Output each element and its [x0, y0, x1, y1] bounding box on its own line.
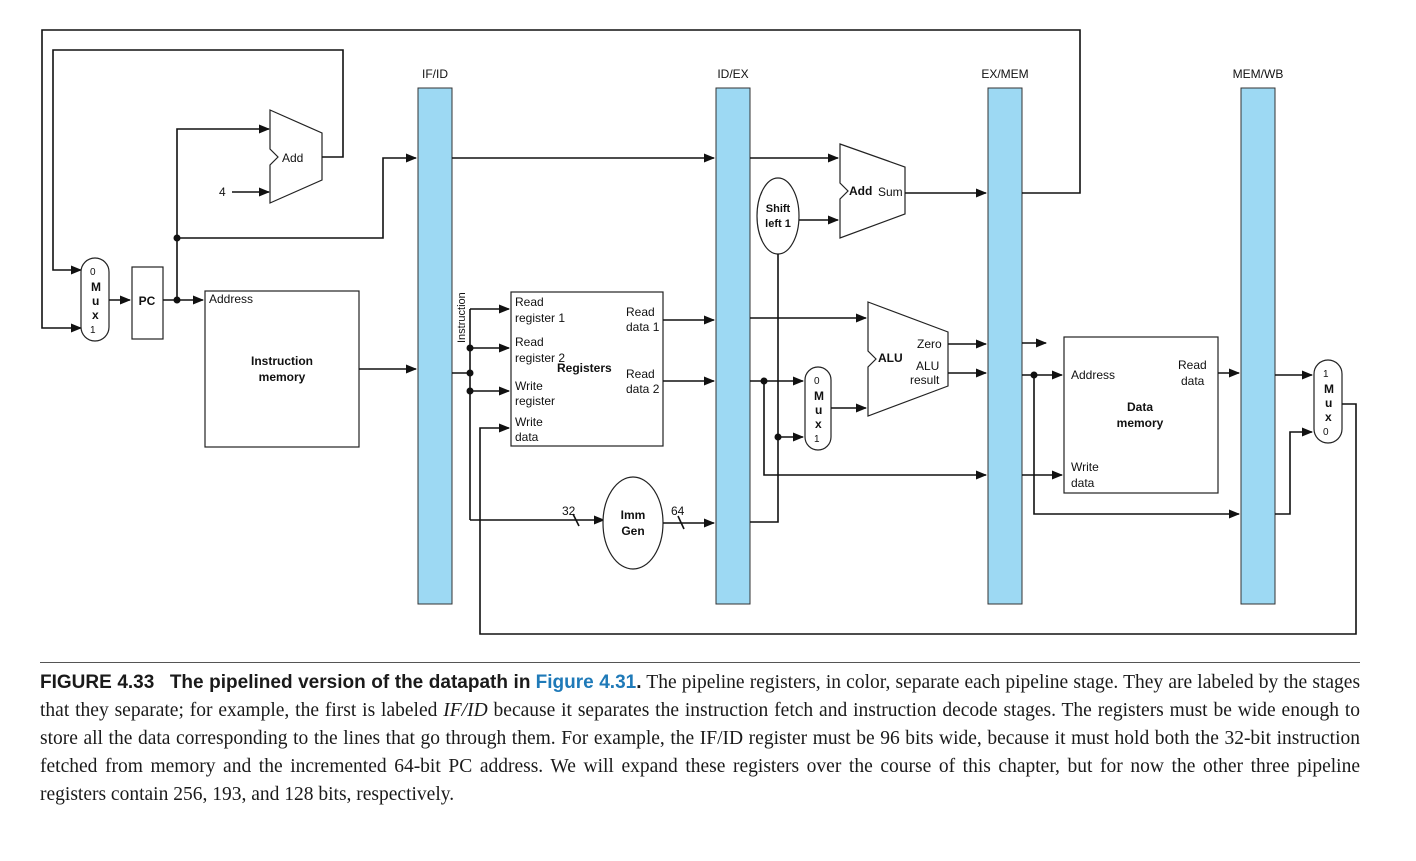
wb-mux-m: M: [1324, 382, 1334, 396]
caption-title-period: .: [636, 672, 642, 693]
instruction-label: Instruction: [456, 292, 468, 343]
pc-register: [131, 266, 164, 340]
junction-instr-a: [466, 344, 474, 352]
pc-mux-in0: 0: [90, 267, 96, 278]
junction-instr-c: [466, 387, 474, 395]
regs-in3b: register: [515, 394, 555, 408]
regs-out2b: data 2: [626, 382, 660, 396]
alu: [867, 301, 949, 417]
if-adder-label: Add: [282, 151, 303, 165]
alu-mux-in0: 0: [814, 376, 820, 387]
imem-title-1: Instruction: [251, 354, 313, 368]
immgen-label-2: Gen: [621, 524, 644, 538]
wire-pcplus4-to-mux: [52, 49, 344, 275]
alu-mux-u: u: [815, 403, 822, 417]
caption-emphasis: IF/ID: [443, 700, 488, 721]
alu-result-b: result: [910, 373, 940, 387]
regs-in1a: Read: [515, 295, 544, 309]
const-four: 4: [219, 185, 226, 199]
pc-mux-x: x: [92, 308, 99, 322]
regs-in4b: data: [515, 430, 539, 444]
caption-text-2: because it separates the instruction fet…: [40, 700, 1360, 805]
imm-gen: [602, 476, 664, 570]
regs-title: Registers: [557, 361, 612, 375]
dmem-read-b: data: [1181, 374, 1205, 388]
wire-memwb-addr-to-mux: [1275, 427, 1314, 515]
dmem-title-1: Data: [1127, 400, 1153, 414]
caption-title: The pipelined version of the datapath in: [169, 672, 531, 693]
regs-in2a: Read: [515, 335, 544, 349]
dmem-address: Address: [1071, 368, 1115, 382]
regs-in3a: Write: [515, 379, 543, 393]
wb-mux: [1313, 359, 1343, 444]
immgen-in-bits: 32: [562, 504, 576, 518]
junction-pc-a: [173, 234, 181, 242]
wb-mux-x: x: [1325, 410, 1332, 424]
wire-addr-to-memwb: [1033, 375, 1241, 519]
idex-label: ID/EX: [717, 67, 748, 81]
imem-address-label: Address: [209, 292, 253, 306]
alu-mux-m: M: [814, 389, 824, 403]
pc-mux-u: u: [92, 294, 99, 308]
caption-text-1: The pipeline registers, in color, separa…: [40, 672, 1361, 721]
figure-caption: FIGURE 4.33 The pipelined version of the…: [40, 662, 1360, 809]
alu-zero: Zero: [917, 337, 942, 351]
memwb-register: [1240, 87, 1276, 605]
shift-left-1: [756, 177, 800, 255]
pc-mux-in1: 1: [90, 325, 96, 336]
caption-label: FIGURE 4.33: [40, 672, 155, 693]
regs-in1b: register 1: [515, 311, 565, 325]
if-adder: [269, 109, 323, 204]
pc-mux-m: M: [91, 280, 101, 294]
wb-mux-in0: 0: [1323, 427, 1329, 438]
ifid-label: IF/ID: [422, 67, 448, 81]
immgen-out-slash: [677, 515, 685, 530]
data-memory: [1063, 336, 1219, 494]
wire-imm-to-ex: [750, 254, 779, 523]
junction-rd2: [760, 377, 768, 385]
wire-rd2-to-exmem: [763, 381, 988, 480]
wb-mux-u: u: [1325, 396, 1332, 410]
wire-writeback: [479, 403, 1357, 635]
immgen-label-1: Imm: [621, 508, 646, 522]
wire-pc-to-adder: [176, 124, 271, 300]
register-file: [510, 291, 664, 447]
ex-adder-label: Add: [849, 184, 872, 198]
exmem-label: EX/MEM: [981, 67, 1028, 81]
dmem-write-b: data: [1071, 476, 1095, 490]
alu-mux-x: x: [815, 417, 822, 431]
alu-result-a: ALU: [916, 359, 939, 373]
regs-out1a: Read: [626, 305, 655, 319]
pc-label: PC: [139, 294, 156, 308]
ex-adder: [839, 143, 906, 239]
caption-figure-link[interactable]: Figure 4.31: [535, 672, 637, 693]
exmem-register: [987, 87, 1023, 605]
wb-mux-in1: 1: [1323, 369, 1329, 380]
alu-mux-in1: 1: [814, 434, 820, 445]
memwb-label: MEM/WB: [1233, 67, 1284, 81]
dmem-title-2: memory: [1117, 416, 1164, 430]
imem-title-2: memory: [259, 370, 306, 384]
shift-label-1: Shift: [766, 203, 791, 215]
junction-instr-b: [466, 369, 474, 377]
regs-in4a: Write: [515, 415, 543, 429]
regs-out2a: Read: [626, 367, 655, 381]
alu-label: ALU: [878, 351, 903, 365]
junction-imm: [774, 433, 782, 441]
wire-branch-target: [41, 29, 1081, 333]
datapath-diagram: IF/ID ID/EX EX/MEM MEM/WB Add 4 0 M u x …: [41, 29, 1357, 635]
shift-label-2: left 1: [765, 218, 791, 230]
immgen-out-bits: 64: [671, 504, 685, 518]
regs-in2b: register 2: [515, 351, 565, 365]
regs-out1b: data 1: [626, 320, 660, 334]
dmem-write-a: Write: [1071, 460, 1099, 474]
instruction-memory: [204, 290, 360, 448]
wire-pc-to-ifid: [177, 153, 418, 239]
ifid-register: [417, 87, 453, 605]
ex-adder-sum: Sum: [878, 185, 903, 199]
immgen-in-slash: [572, 513, 580, 527]
dmem-read-a: Read: [1178, 358, 1207, 372]
idex-register: [715, 87, 751, 605]
